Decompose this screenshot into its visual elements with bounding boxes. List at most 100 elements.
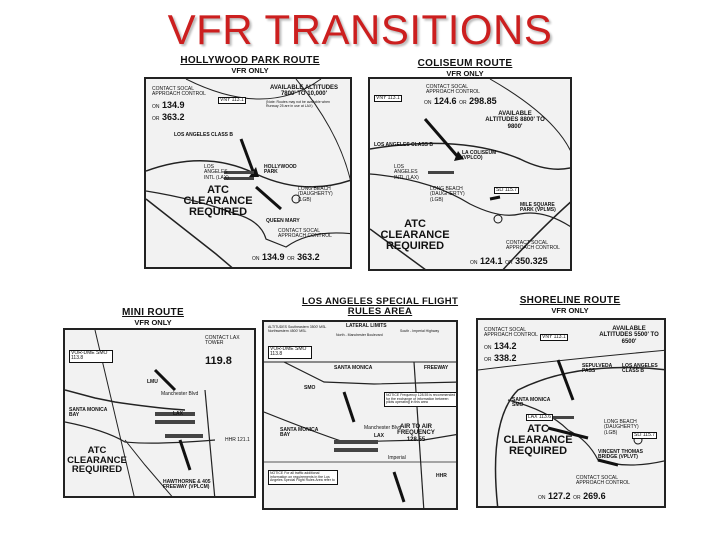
shoreline-bottom-freq: ON 127.2 OR 269.6 (538, 491, 606, 501)
on-label: ON (424, 100, 432, 106)
freq-2: 298.85 (469, 96, 497, 106)
altitude-note: ALTITUDES Southeastern 3500' MSL Northwe… (268, 325, 327, 333)
or-label: OR (287, 256, 295, 262)
shoreline-altitudes: AVAILABLE ALTITUDES 5500' TO 6500' (599, 326, 659, 345)
route-arrow-2 (489, 195, 501, 201)
route-arrow-2 (547, 426, 589, 440)
or-label: OR (459, 100, 467, 106)
range-ring (185, 79, 322, 100)
freeway (413, 361, 425, 508)
lax-label: LAX (173, 411, 183, 417)
coastline (65, 421, 216, 444)
mini-clearance: ATC CLEARANCE REQUIRED (67, 445, 127, 475)
shoreline-contact-2: CONTACT SOCAL APPROACH CONTROL (576, 475, 630, 487)
shoreline-clearance: ATC CLEARANCE REQUIRED (503, 423, 573, 457)
smo-vor-box: VOR-DME SMO 113.8 (268, 346, 312, 359)
hollywood-bottom-freq: ON 134.9 OR 363.2 (252, 252, 320, 262)
coliseum-freq: ON 124.6 OR 298.85 (424, 96, 497, 106)
imperial-label: Imperial (388, 455, 406, 461)
lateral-limits: LATERAL LIMITS (346, 323, 387, 329)
on-label: ON (470, 260, 478, 266)
shoreline-subtitle: VFR ONLY (551, 306, 589, 315)
air-to-air-frequency: AIR TO AIR FREQUENCY 128.55 (397, 424, 435, 443)
freq-2: 350.325 (515, 256, 548, 266)
shoreline-map (478, 349, 664, 506)
route-arrow (556, 359, 575, 401)
shoreline-freq-line1: ON 134.2 (484, 341, 517, 351)
hollywood-park-label: HOLLYWOOD PARK (264, 164, 297, 176)
or-label: OR (505, 260, 513, 266)
arrow-head (454, 151, 464, 161)
santa-monica-bay-label: SANTA MONICA BAY (69, 407, 108, 419)
runway (428, 171, 454, 174)
freq-1: 134.2 (494, 341, 517, 351)
shoreline-contact: CONTACT SOCAL APPROACH CONTROL (484, 327, 538, 339)
hhr-label: HHR (436, 473, 447, 479)
on-label: ON (252, 256, 260, 262)
airport-symbol (291, 194, 301, 204)
or-label: OR (573, 495, 581, 501)
vincent-thomas-label: VINCENT THOMAS BRIDGE (VPLVT) (598, 449, 643, 461)
freq-2: 363.2 (297, 252, 320, 262)
notice-2: NOTICE For all traffic additional inform… (268, 470, 338, 486)
vny-vor-box: VNY 113.1 (218, 97, 246, 105)
airspace-boundary (370, 228, 426, 269)
runway-3 (165, 434, 203, 438)
coliseum-clearance: ATC CLEARANCE REQUIRED (380, 218, 450, 252)
freeway (204, 389, 216, 496)
coliseum-header: COLISEUM ROUTE VFR ONLY (380, 58, 550, 78)
manchester-label: Manchester Blvd (161, 391, 199, 397)
hollywood-altitudes: AVAILABLE ALTITUDES 7800' TO 10,000' (269, 85, 339, 98)
or-label: OR (484, 357, 492, 363)
runway-2 (155, 420, 195, 424)
freq-1: 124.1 (480, 256, 503, 266)
lax-label: LAX (374, 433, 384, 439)
range-ring-2 (295, 79, 350, 181)
lax-airport-label: LOS ANGELES INTL (LAX) (394, 164, 419, 181)
route-arrow-2 (178, 439, 192, 471)
on-label: ON (152, 104, 160, 110)
special-panel: LATERAL LIMITS ALTITUDES Southeastern 35… (262, 320, 458, 510)
freq-2: 269.6 (583, 491, 606, 501)
route-arrow-2 (392, 471, 406, 503)
class-b-boundary (494, 366, 664, 506)
hhr-label: HHR 121.1 (225, 437, 250, 443)
on-label: ON (538, 495, 546, 501)
page-title: VFR TRANSITIONS (167, 6, 553, 53)
mini-title: MINI ROUTE (122, 307, 184, 318)
route-arrow-3 (597, 458, 619, 467)
smo-label: SMO (304, 385, 316, 391)
hollywood-header: HOLLYWOOD PARK ROUTE VFR ONLY (150, 55, 350, 75)
hollywood-freq-line2: OR 363.2 (152, 112, 185, 122)
hollywood-contact: CONTACT SOCAL APPROACH CONTROL (152, 86, 206, 98)
special-title: LOS ANGELES SPECIAL FLIGHT RULES AREA (301, 296, 459, 318)
airspace-boundary (146, 198, 233, 267)
la-class-b-label: LOS ANGELES CLASS B (174, 132, 233, 138)
queen-mary-label: QUEEN MARY (266, 218, 300, 224)
lax-airport-label: LOS ANGELES INTL (LAX) (204, 164, 229, 181)
hollywood-subtitle: VFR ONLY (231, 66, 269, 75)
mile-square-label: MILE SQUARE PARK (VPLMS) (520, 202, 556, 214)
or-label: OR (152, 116, 160, 122)
mini-contact: CONTACT LAX TOWER (205, 335, 240, 347)
runway-2 (334, 448, 378, 452)
airspace-boundary-2 (502, 201, 570, 269)
freq-1: 127.2 (548, 491, 571, 501)
coliseum-bottom-freq: ON 124.1 OR 350.325 (470, 256, 548, 266)
hollywood-map (146, 79, 350, 267)
special-header: LOS ANGELES SPECIAL FLIGHT RULES AREA (300, 296, 460, 318)
south-limit: South - Imperial Highway (400, 329, 440, 333)
long-beach-label: LONG BEACH (DAUGHERTY) (LGB) (604, 419, 639, 436)
route-arrow-2 (255, 185, 282, 211)
north-limit: North - Manchester Boulevard (336, 333, 383, 337)
mini-subtitle: VFR ONLY (134, 318, 172, 327)
freq-1: 134.9 (162, 100, 185, 110)
freeway-road (283, 361, 456, 385)
santa-monica-label: SANTA MONICA SMO (512, 397, 551, 409)
mini-header: MINI ROUTE VFR ONLY (108, 307, 198, 327)
la-coliseum-label: LA COLISEUM (VPLCO) (462, 150, 497, 162)
smo-vor-box: VOR-DME SMO 113.8 (69, 350, 113, 363)
santa-monica-bay-label: SANTA MONICA BAY (280, 427, 319, 439)
long-beach-label: LONG BEACH (DAUGHERTY) (LGB) (298, 186, 333, 203)
hollywood-contact-2: CONTACT SOCAL APPROACH CONTROL (278, 228, 332, 240)
